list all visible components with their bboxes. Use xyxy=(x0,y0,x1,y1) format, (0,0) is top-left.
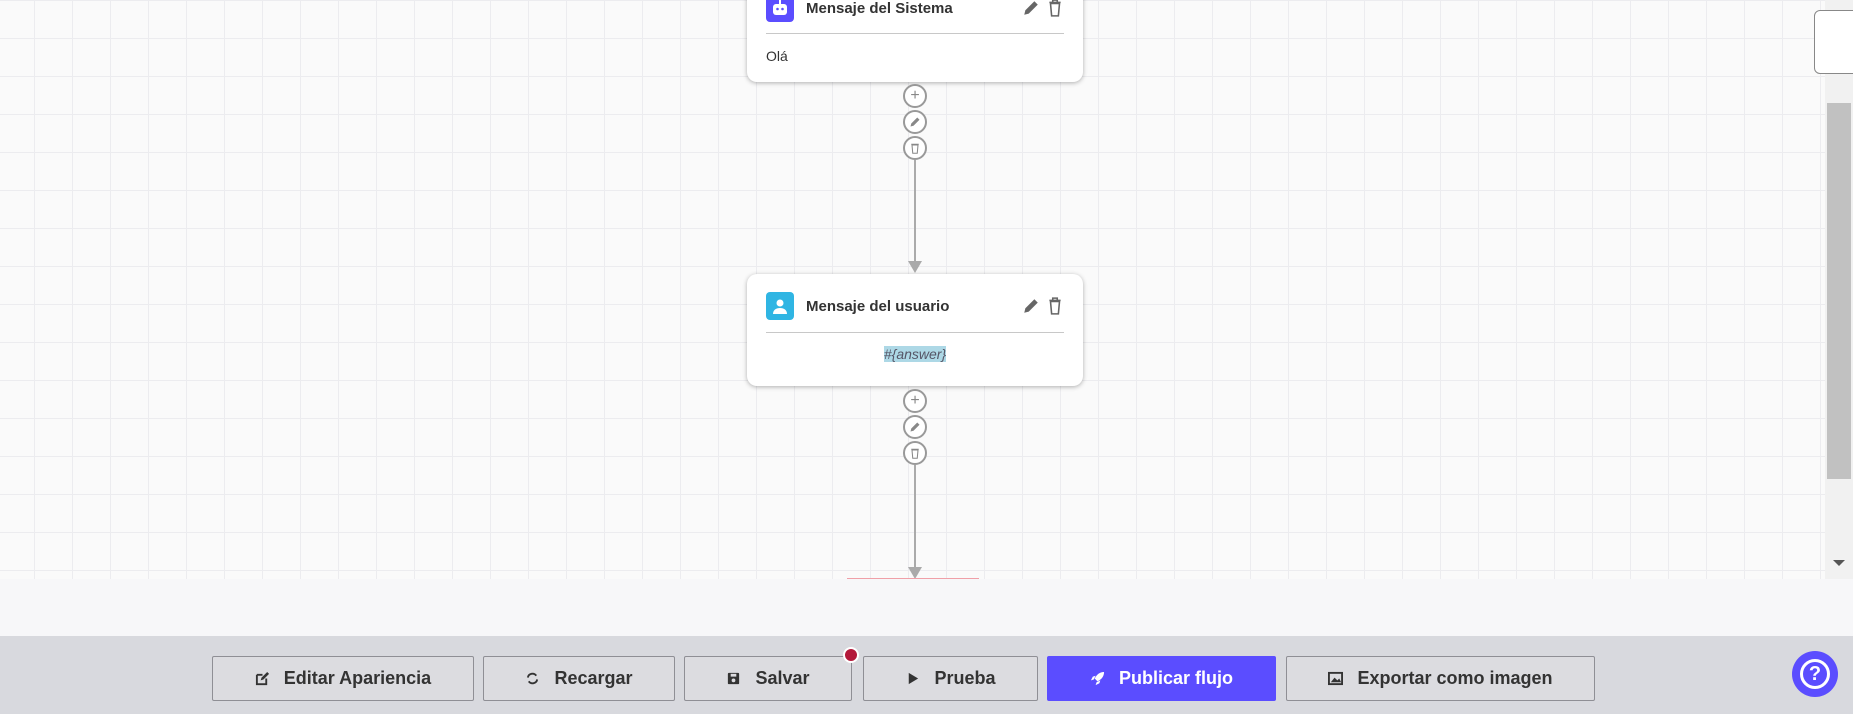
edit-appearance-button[interactable]: Editar Apariencia xyxy=(212,656,474,701)
pencil-icon[interactable] xyxy=(1022,0,1040,17)
node-title: Mensaje del usuario xyxy=(806,297,950,315)
node-text: #{answer} xyxy=(883,346,947,362)
next-node-edge xyxy=(847,578,979,579)
test-button[interactable]: Prueba xyxy=(863,656,1038,701)
scroll-down-arrow[interactable] xyxy=(1833,560,1845,566)
trash-icon[interactable] xyxy=(1046,0,1064,17)
rocket-icon xyxy=(1090,671,1105,686)
robot-icon xyxy=(766,0,794,22)
connector-arrow xyxy=(908,567,922,579)
pencil-icon xyxy=(910,422,920,432)
edit-connection-button[interactable] xyxy=(903,415,927,439)
node-system-message[interactable]: Mensaje del Sistema Olá xyxy=(747,0,1083,82)
edit-connection-button[interactable] xyxy=(903,110,927,134)
divider xyxy=(766,332,1064,333)
button-label: Recargar xyxy=(554,668,633,688)
trash-icon[interactable] xyxy=(1046,297,1064,315)
user-icon xyxy=(766,292,794,320)
add-node-button[interactable]: + xyxy=(903,389,927,413)
refresh-icon xyxy=(527,672,539,685)
publish-flow-button[interactable]: Publicar flujo xyxy=(1047,656,1276,701)
image-icon xyxy=(1328,671,1344,686)
play-icon xyxy=(909,672,919,685)
export-image-button[interactable]: Exportar como imagen xyxy=(1286,656,1595,701)
trash-icon xyxy=(911,143,919,154)
node-title: Mensaje del Sistema xyxy=(806,0,953,17)
button-label: Publicar flujo xyxy=(1118,668,1233,688)
node-text: Olá xyxy=(766,48,788,64)
edit-icon xyxy=(255,671,269,686)
button-label: Editar Apariencia xyxy=(283,668,432,688)
minimap[interactable] xyxy=(1814,10,1853,74)
connector-line xyxy=(914,160,916,262)
save-button[interactable]: Salvar xyxy=(684,656,852,701)
save-icon xyxy=(728,672,740,685)
help-button[interactable]: ? xyxy=(1792,651,1838,697)
node-user-message[interactable]: Mensaje del usuario #{answer} xyxy=(747,274,1083,386)
connector-arrow xyxy=(908,261,922,273)
flow-canvas[interactable]: Mensaje del Sistema Olá + Mensaje del us… xyxy=(0,0,1825,579)
vertical-scrollbar[interactable] xyxy=(1825,0,1853,579)
button-label: Prueba xyxy=(934,668,996,688)
unsaved-changes-indicator xyxy=(843,647,859,663)
delete-connection-button[interactable] xyxy=(903,136,927,160)
question-icon: ? xyxy=(1800,659,1830,689)
pencil-icon[interactable] xyxy=(1022,297,1040,315)
trash-icon xyxy=(911,448,919,459)
connector-line xyxy=(914,465,916,568)
scrollbar-thumb[interactable] xyxy=(1827,103,1851,479)
reload-button[interactable]: Recargar xyxy=(483,656,675,701)
button-label: Salvar xyxy=(755,668,810,688)
divider xyxy=(766,33,1064,34)
button-label: Exportar como imagen xyxy=(1357,668,1553,688)
add-node-button[interactable]: + xyxy=(903,84,927,108)
pencil-icon xyxy=(910,117,920,127)
bottom-toolbar: Editar Apariencia Recargar Salvar Prueba… xyxy=(0,636,1853,714)
delete-connection-button[interactable] xyxy=(903,441,927,465)
